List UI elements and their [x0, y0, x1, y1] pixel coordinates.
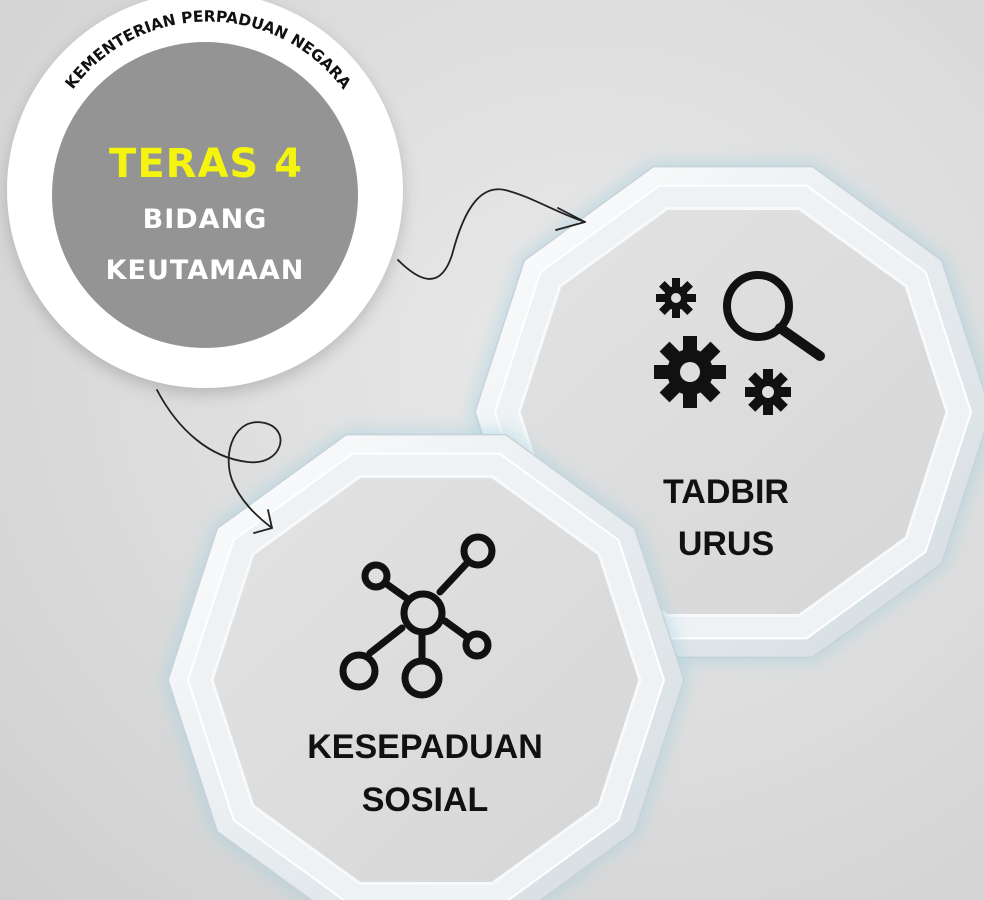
- badge-title: TERAS 4: [109, 141, 303, 187]
- arrow-to-kesepaduan-sosial: [156, 389, 282, 534]
- arrow-to-tadbir-urus: [397, 188, 586, 280]
- tadbir-urus-label-line2: URUS: [678, 525, 774, 563]
- tadbir-urus-label-line1: TADBIR: [663, 473, 789, 511]
- badge-inner-circle: [52, 42, 358, 348]
- teras-badge: KEMENTERIAN PERPADUAN NEGARA TERAS 4 BID…: [7, 0, 403, 388]
- gears-magnifier-icon: [654, 271, 825, 415]
- network-nodes-icon: [339, 533, 496, 699]
- kesepaduan-sosial-label-line1: KESEPADUAN: [307, 728, 543, 766]
- kesepaduan-sosial-frame: [164, 430, 688, 900]
- kesepaduan-sosial-label-line2: SOSIAL: [362, 781, 489, 819]
- badge-subtitle-line2: KEUTAMAAN: [106, 255, 305, 286]
- badge-subtitle-line1: BIDANG: [143, 204, 268, 235]
